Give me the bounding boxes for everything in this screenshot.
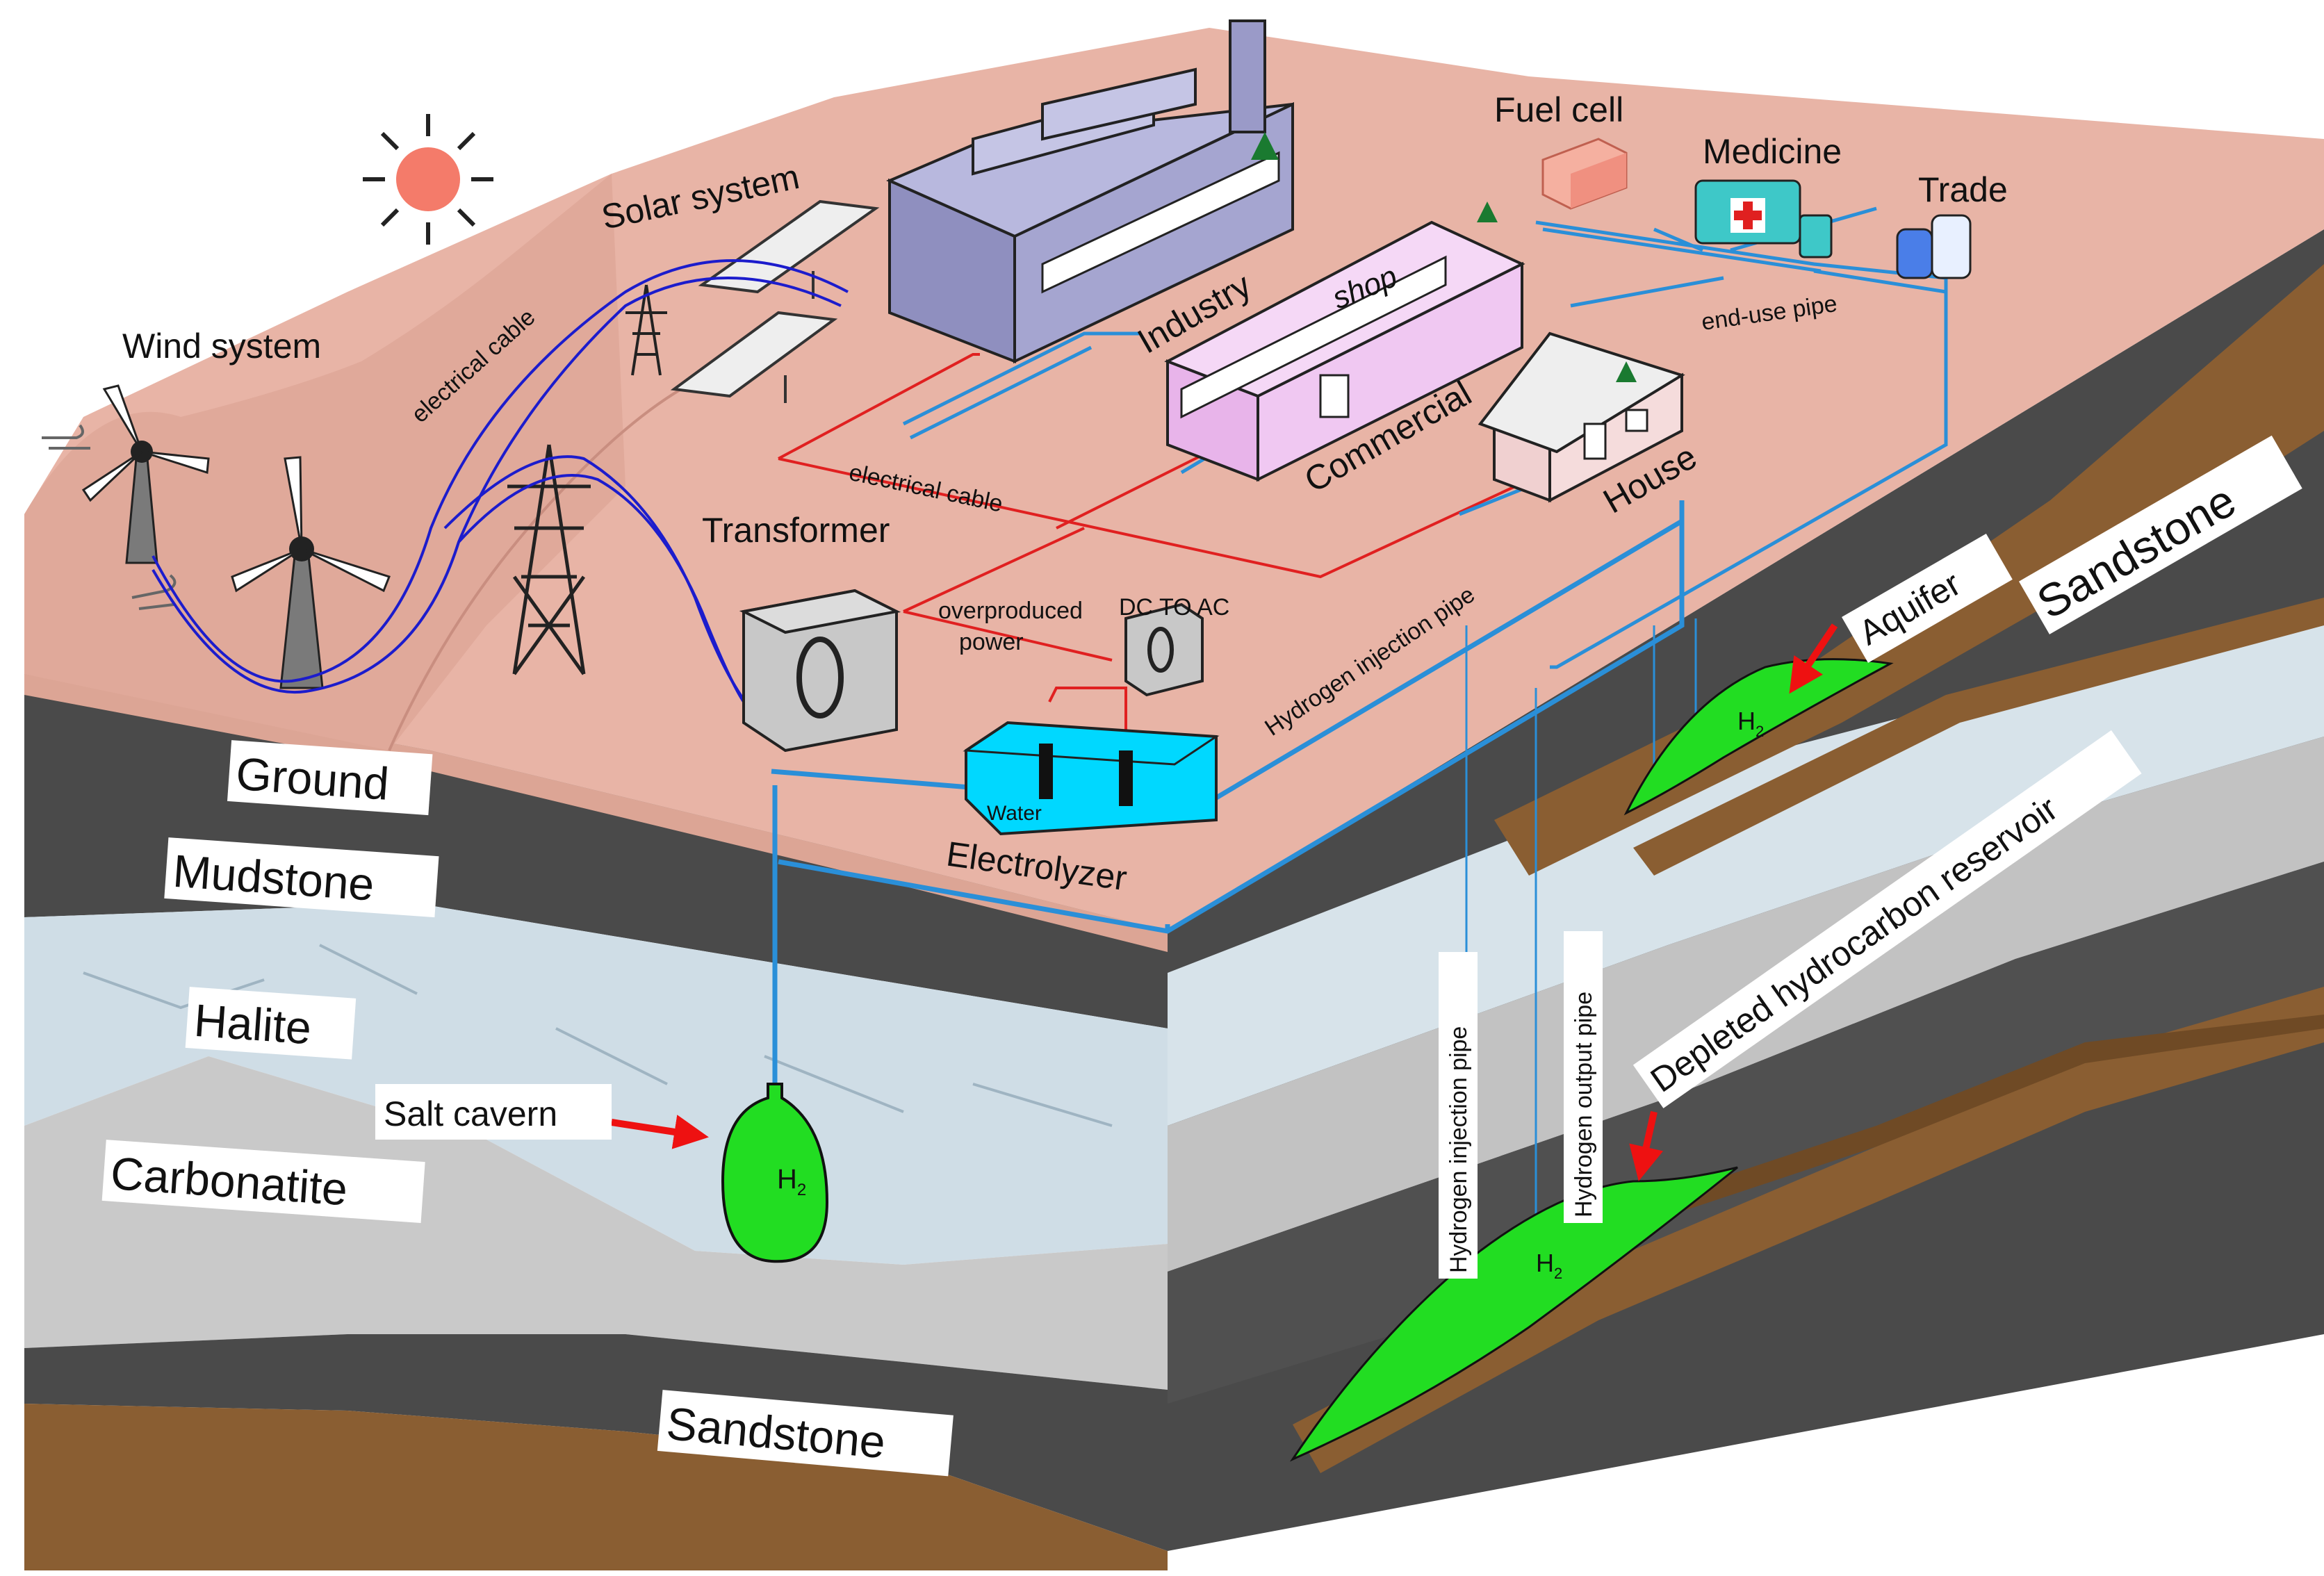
output-pipe-label: Hydrogen output pipe <box>1571 992 1597 1217</box>
fuel-cell-label: Fuel cell <box>1494 90 1623 129</box>
overproduced-label: overproduced <box>938 598 1083 624</box>
water-label: Water <box>987 802 1042 825</box>
depleted-h2: H2 <box>1536 1249 1562 1282</box>
depleted-reservoir-arrow <box>1629 1110 1664 1181</box>
salt-cavern-label-box: Salt cavern <box>375 1084 612 1140</box>
pointer-arrows <box>611 623 1838 1181</box>
wind-turbine-icon <box>81 384 210 564</box>
medicine-kit-icon <box>1694 179 1833 258</box>
halite-label-box: Halite <box>185 987 357 1060</box>
depleted-reservoir: H2 <box>1289 1166 1738 1462</box>
sandstone-bottom-layer <box>24 1404 1168 1570</box>
cavern-h2: H2 <box>777 1164 806 1199</box>
converter-icon <box>1124 602 1204 697</box>
wind-turbine-icon <box>231 456 391 689</box>
carbonatite-layer <box>24 1056 1168 1390</box>
wind-system-label: Wind system <box>122 327 321 366</box>
transformer-icon <box>739 589 901 753</box>
aquifer-h2: H2 <box>1737 707 1764 740</box>
output-pipe-label-box: Hydrogen output pipe <box>1564 931 1603 1223</box>
tree-icon <box>1616 361 1637 382</box>
pylon-icon <box>507 444 591 675</box>
factory-icon <box>886 19 1294 364</box>
dc-to-ac-label: DC TO AC <box>1119 594 1229 621</box>
source-cables <box>152 259 849 710</box>
salt-cavern-label: Salt cavern <box>384 1094 557 1133</box>
sun-icon <box>363 114 493 245</box>
distribution-cables <box>778 353 1516 737</box>
transformer-label: Transformer <box>702 511 890 550</box>
ground-label-box: Ground <box>227 740 433 816</box>
ground-label: Ground <box>234 748 391 810</box>
power-label: power <box>959 629 1024 655</box>
injection-pipe-label-box: Hydrogen injection pipe <box>1439 952 1478 1279</box>
fuel-cell-icon <box>1541 138 1628 210</box>
tree-icon <box>1477 202 1498 222</box>
trade-label: Trade <box>1918 170 2008 209</box>
aquifer-arrow <box>1789 623 1838 694</box>
halite-label: Halite <box>193 994 313 1054</box>
mudstone-label-box: Mudstone <box>164 837 439 918</box>
electrolyzer-icon: Water <box>963 721 1220 836</box>
injection-pipe-label: Hydrogen injection pipe <box>1446 1026 1472 1273</box>
pylon-icon <box>625 284 667 376</box>
gas-cylinder-icon <box>1896 214 1972 279</box>
salt-cavern-arrow <box>611 1115 709 1149</box>
tree-icon <box>1251 132 1279 160</box>
medicine-label: Medicine <box>1703 132 1842 171</box>
salt-cavern: H2 <box>721 1083 829 1263</box>
aquifer-reservoir: H2 <box>1623 658 1894 816</box>
house-icon <box>1478 331 1685 503</box>
shop-icon: shop <box>1164 202 1525 482</box>
carbonatite-label-box: Carbonatite <box>101 1140 425 1223</box>
